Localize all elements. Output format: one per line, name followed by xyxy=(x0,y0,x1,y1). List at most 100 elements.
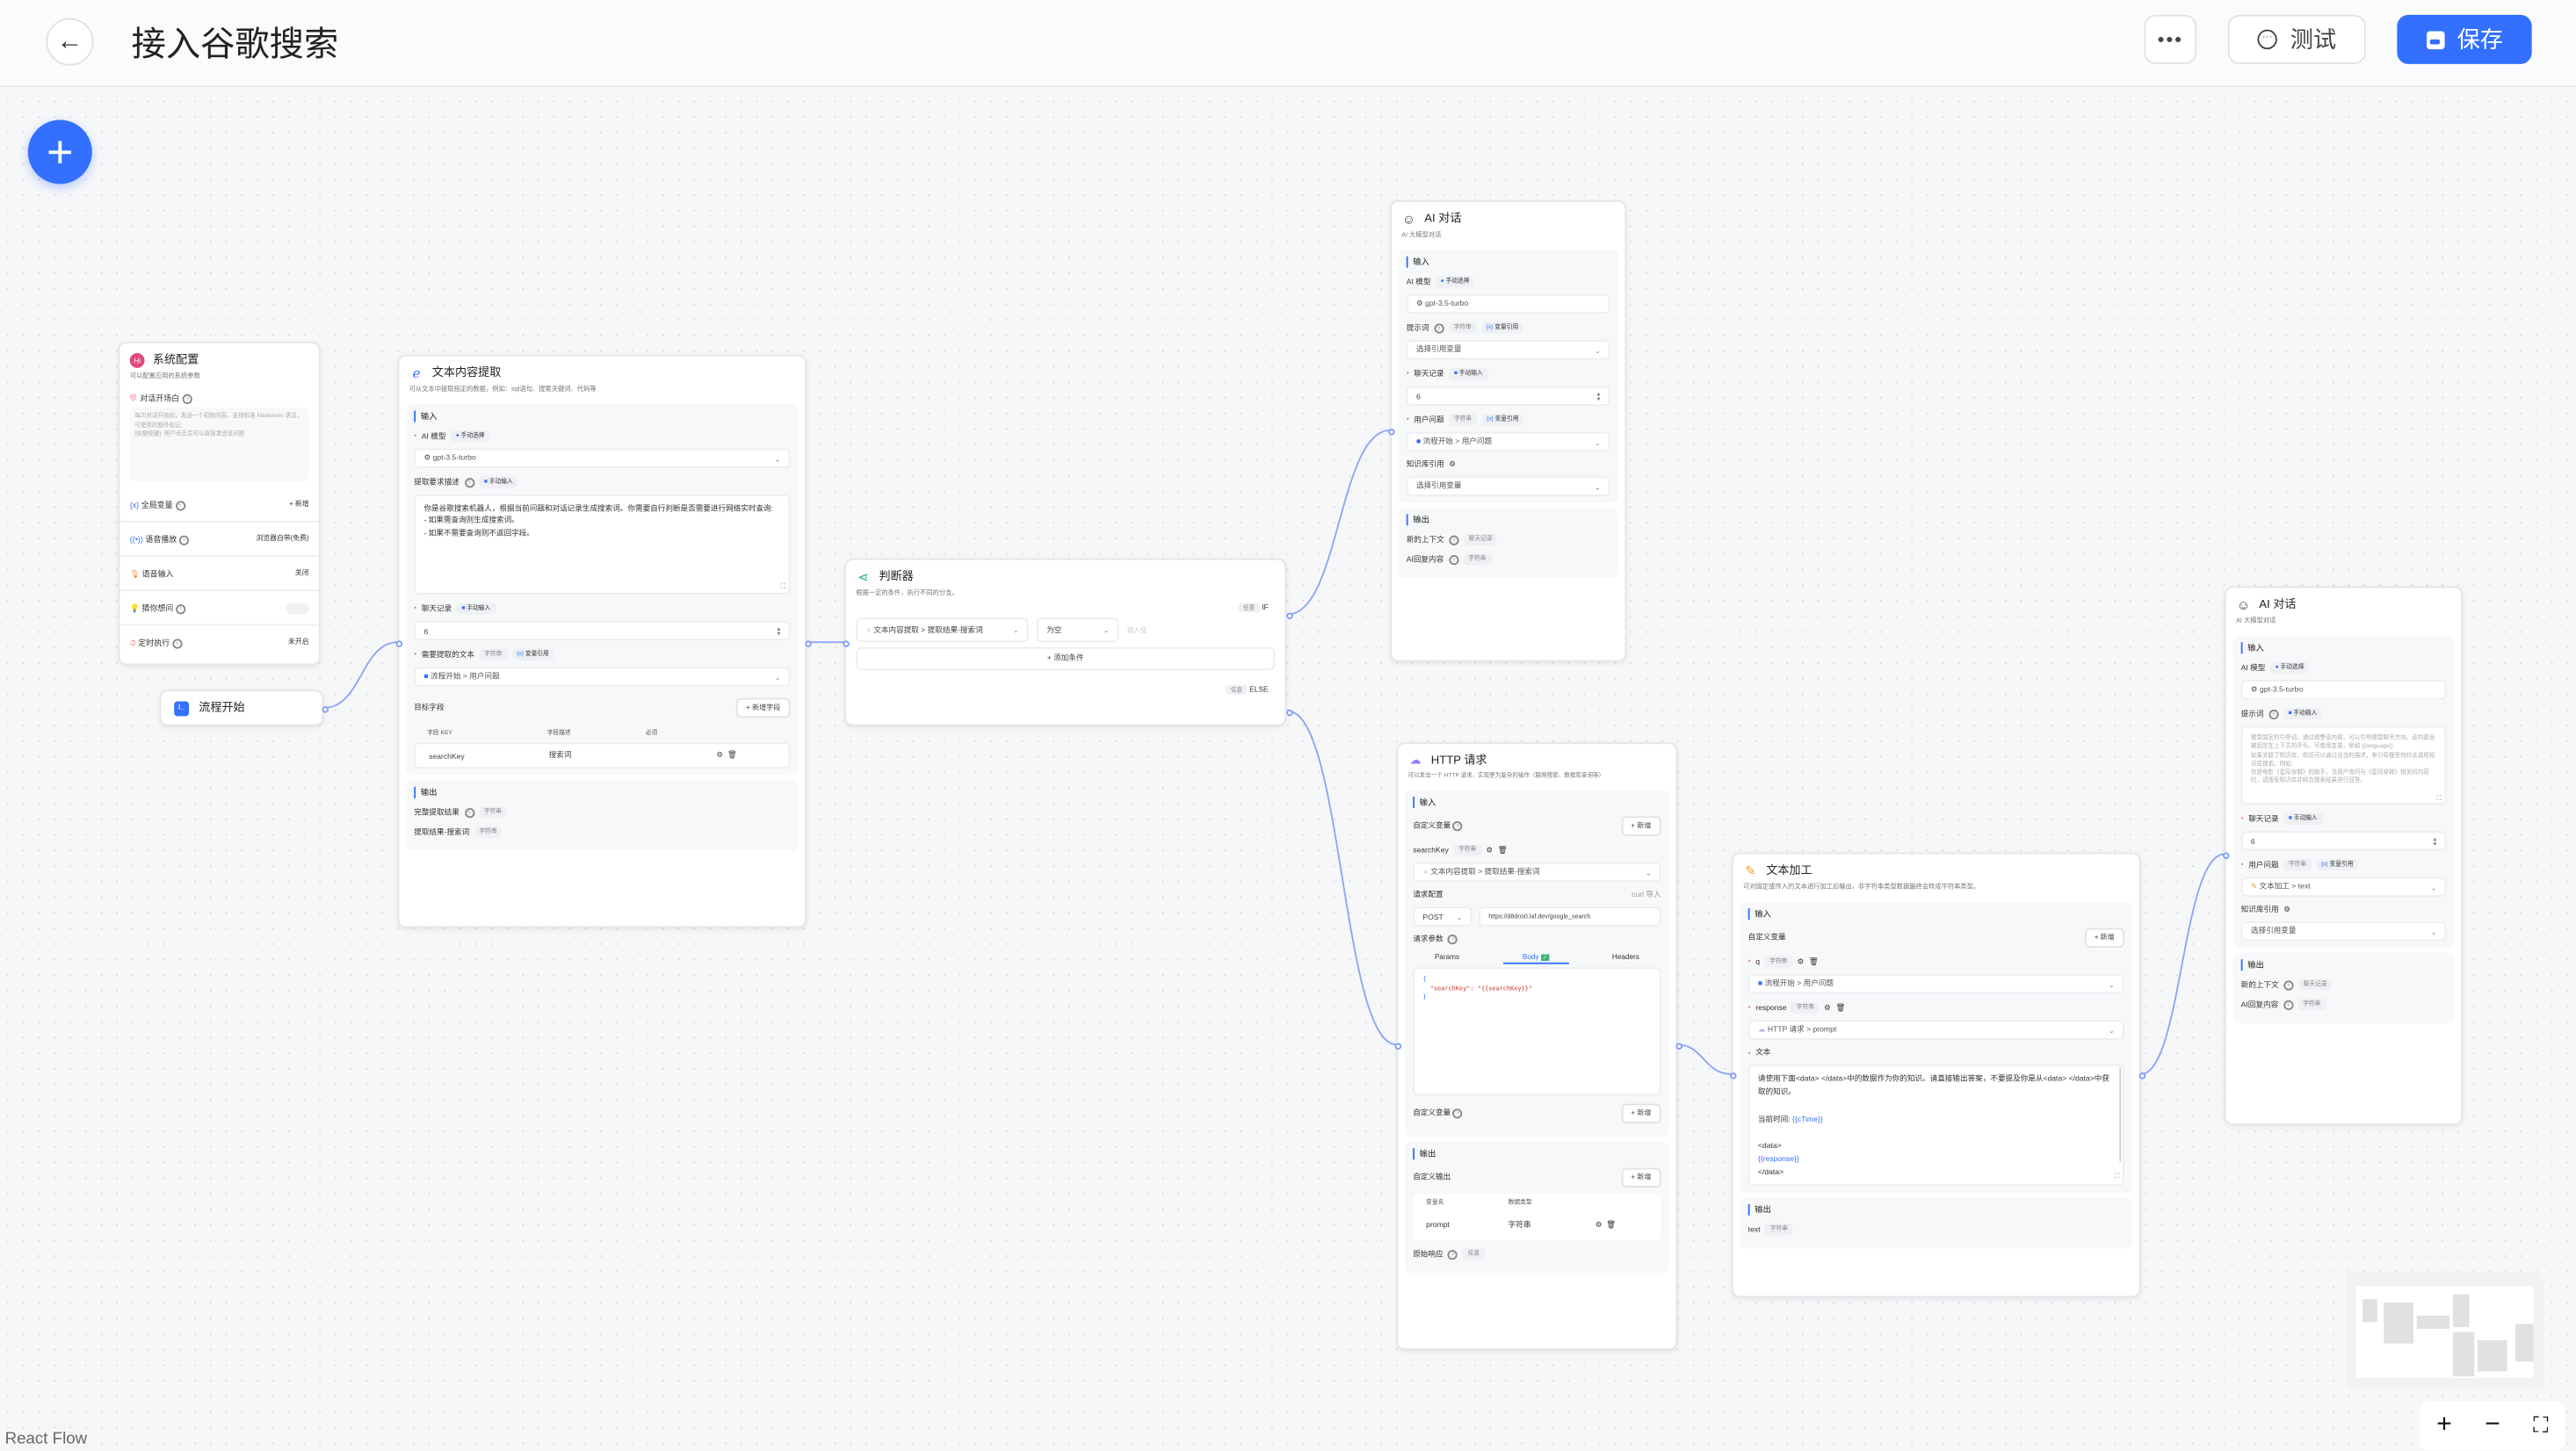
target-handle[interactable] xyxy=(1388,429,1395,436)
condition-variable-select[interactable]: ♁ 文本内容提取 > 提取结果-搜索词⌄ xyxy=(856,617,1029,643)
stepper-arrows-icon[interactable]: ▴▾ xyxy=(1596,389,1601,403)
save-button[interactable]: 保存 xyxy=(2397,14,2532,64)
question-select[interactable]: ■ 流程开始 > 用户问题⌄ xyxy=(1406,431,1610,452)
source-handle[interactable] xyxy=(1675,1043,1682,1050)
scrollbar[interactable] xyxy=(2118,1067,2122,1162)
manual-input-tag[interactable]: ■ 手动输入 xyxy=(2283,812,2323,825)
variable-ref-tag[interactable]: {x} 变量引用 xyxy=(1481,414,1524,426)
fit-view-icon[interactable]: ⛶ xyxy=(2533,1412,2549,1438)
method-select[interactable]: POST⌄ xyxy=(1413,906,1473,927)
node-judge[interactable]: ⋖判断器 根据一定的条件，执行不同的分支。 任意 IF ♁ 文本内容提取 > 提… xyxy=(843,558,1293,726)
if-source-handle[interactable] xyxy=(1286,612,1293,619)
more-button[interactable]: ••• xyxy=(2144,14,2197,64)
prompt-textarea[interactable]: 模型固定的引导词，通过调整该内容，可以引导模型聊天方向。该内容会被固定在上下文的… xyxy=(2240,726,2447,805)
node-ai-chat-2[interactable]: ☺AI 对话 AI 大模型对话 输入 AI 模型● 手动选择 ⚙ gpt-3.5… xyxy=(2223,586,2464,1125)
tab-params[interactable]: Params xyxy=(1434,952,1460,961)
gear-icon[interactable]: ⚙ xyxy=(1797,957,1805,965)
manual-select-tag[interactable]: ● 手动选择 xyxy=(1436,276,1475,288)
gear-icon[interactable]: ⚙ xyxy=(2283,905,2290,913)
add-variable-button[interactable]: + 新增 xyxy=(2084,928,2124,948)
variable-ref-select[interactable]: ♁ 文本内容提取 > 提取结果-搜索词⌄ xyxy=(1413,862,1661,883)
manual-input-tag[interactable]: ■ 手动输入 xyxy=(2283,707,2322,720)
manual-select-tag[interactable]: ● 手动选择 xyxy=(2269,661,2310,674)
welcome-textarea[interactable]: 每次对话开始前，发送一个初始内容。支持标准 Markdown 语法，可使用的额外… xyxy=(129,407,309,481)
add-node-button[interactable]: + xyxy=(27,119,92,184)
voice-input-row[interactable]: 🎙 语音输入关闭 xyxy=(119,557,319,592)
history-stepper[interactable]: 6▴▾ xyxy=(2240,831,2447,851)
add-output-button[interactable]: + 新增 xyxy=(1621,1167,1661,1188)
manual-input-tag[interactable]: ■ 手动输入 xyxy=(1449,367,1488,379)
kb-select[interactable]: 选择引用变量⌄ xyxy=(1406,476,1610,496)
prompt-select[interactable]: 选择引用变量⌄ xyxy=(1406,340,1610,360)
text-ref-select[interactable]: ■ 流程开始 > 用户问题⌄ xyxy=(414,667,791,687)
expand-icon[interactable]: ⛶ xyxy=(2436,792,2442,802)
extract-prompt-textarea[interactable]: 你是谷歌搜索机器人，根据当前问题和对话记录生成搜索词。你需要自行判断是否需要进行… xyxy=(414,494,791,595)
zoom-in-button[interactable]: + xyxy=(2436,1411,2452,1440)
target-handle[interactable] xyxy=(1730,1072,1737,1079)
condition-operator-select[interactable]: 为空⌄ xyxy=(1036,617,1119,643)
tab-headers[interactable]: Headers xyxy=(1611,952,1639,961)
condition-value-input[interactable]: 输入值 xyxy=(1126,624,1147,633)
variable-ref-select[interactable]: ■ 流程开始 > 用户问题⌄ xyxy=(1747,973,2124,994)
variable-ref-tag[interactable]: {x} 变量引用 xyxy=(511,648,554,661)
model-select[interactable]: ⚙ gpt-3.5-turbo xyxy=(2240,680,2447,700)
target-handle[interactable] xyxy=(2223,852,2230,860)
test-button[interactable]: ···测试 xyxy=(2227,14,2366,64)
history-stepper[interactable]: 6▴▾ xyxy=(1406,386,1610,406)
manual-select-tag[interactable]: ● 手动选择 xyxy=(451,430,490,443)
question-guide-toggle[interactable] xyxy=(286,602,309,614)
manual-input-tag[interactable]: ■ 手动输入 xyxy=(456,603,496,615)
trash-icon[interactable]: 🗑 xyxy=(1808,957,1819,965)
trash-icon[interactable]: 🗑 xyxy=(1835,1002,1846,1011)
kb-select[interactable]: 选择引用变量⌄ xyxy=(2240,921,2447,942)
gear-icon[interactable]: ⚙ xyxy=(716,750,724,759)
tts-row[interactable]: ((•)) 语音播放 ?浏览器自带(免费) xyxy=(119,523,319,557)
body-editor[interactable]: { "searchKey": "{{searchKey}}" } xyxy=(1413,967,1661,1096)
history-stepper[interactable]: 6▴▾ xyxy=(414,620,791,641)
else-mode-tag[interactable]: 任意 xyxy=(1226,684,1248,696)
minimap[interactable] xyxy=(2346,1273,2543,1389)
stepper-arrows-icon[interactable]: ▴▾ xyxy=(777,624,781,638)
gear-icon[interactable]: ⚙ xyxy=(1486,845,1494,854)
gear-icon[interactable]: ⚙ xyxy=(1595,1220,1603,1229)
node-text-process[interactable]: ✎文本加工 可对固定或传入的文本进行加工后输出，非字符串类型数据最终会转成字符串… xyxy=(1730,852,2146,1298)
target-handle[interactable] xyxy=(843,640,850,647)
stepper-arrows-icon[interactable]: ▴▾ xyxy=(2433,834,2437,848)
node-ai-chat-1[interactable]: ☺AI 对话 AI 大模型对话 输入 AI 模型● 手动选择 ⚙ gpt-3.5… xyxy=(1388,200,1627,662)
source-handle[interactable] xyxy=(322,706,329,713)
react-flow-attribution[interactable]: React Flow xyxy=(4,1430,88,1449)
model-select[interactable]: ⚙ gpt-3.5-turbo⌄ xyxy=(414,448,791,468)
variable-ref-tag[interactable]: {x} 变量引用 xyxy=(2316,859,2359,871)
add-variable-button[interactable]: + 新增 xyxy=(1621,1103,1661,1124)
model-select[interactable]: ⚙ gpt-3.5-turbo xyxy=(1406,293,1610,314)
trash-icon[interactable]: 🗑 xyxy=(1497,845,1508,854)
url-input[interactable]: https://d8dns0.laf.dev/google_search xyxy=(1479,906,1661,927)
add-field-button[interactable]: + 新增字段 xyxy=(735,697,791,718)
variable-ref-select[interactable]: ☁ HTTP 请求 > prompt⌄ xyxy=(1747,1020,2124,1040)
source-handle[interactable] xyxy=(2138,1072,2146,1079)
gear-icon[interactable]: ⚙ xyxy=(1449,459,1457,468)
gear-icon[interactable]: ⚙ xyxy=(1824,1002,1831,1011)
curl-import-button[interactable]: curl 导入 xyxy=(1632,890,1661,899)
add-condition-button[interactable]: + 添加条件 xyxy=(856,646,1276,670)
node-flow-start[interactable]: I..流程开始 xyxy=(159,689,329,726)
manual-input-tag[interactable]: ■ 手动输入 xyxy=(479,476,518,488)
trash-icon[interactable]: 🗑 xyxy=(1606,1220,1617,1229)
expand-icon[interactable]: ⛶ xyxy=(780,581,785,589)
add-global-var-button[interactable]: + 新增 xyxy=(289,499,309,508)
expand-icon[interactable]: ⛶ xyxy=(2115,1170,2120,1180)
trash-icon[interactable]: 🗑 xyxy=(727,750,737,759)
node-http-request[interactable]: ☁HTTP 请求 可以发出一个 HTTP 请求，实现更为复杂的操作（联网搜索、数… xyxy=(1394,742,1682,1351)
source-handle[interactable] xyxy=(805,640,812,647)
question-select[interactable]: ✎ 文本加工 > text⌄ xyxy=(2240,877,2447,898)
back-button[interactable]: ← xyxy=(46,18,94,66)
target-handle[interactable] xyxy=(1394,1043,1402,1050)
variable-ref-tag[interactable]: {x} 变量引用 xyxy=(1480,321,1523,334)
add-variable-button[interactable]: + 新增 xyxy=(1621,816,1661,836)
if-mode-tag[interactable]: 任意 xyxy=(1238,603,1260,613)
text-template-editor[interactable]: 请使用下面<data> </data>中的数据作为你的知识。请直接输出答案，不要… xyxy=(1747,1064,2124,1187)
zoom-out-button[interactable]: − xyxy=(2485,1411,2500,1440)
